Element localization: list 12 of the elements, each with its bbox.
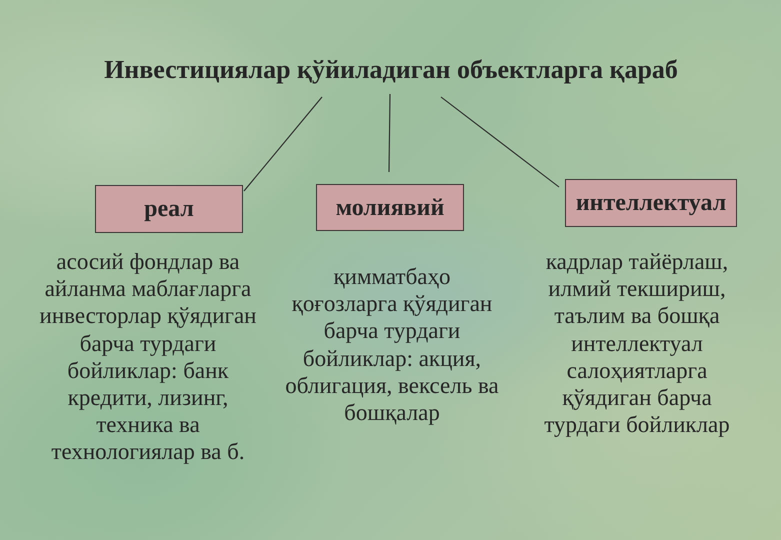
connector-line (244, 96, 322, 192)
description-text: асосий фондлар ва айланма маблағларга инвесторлар қўядиган барча турдаги бойликлар: банк кредити, лизинг, техника ва технологиялар ва б. (38, 248, 258, 466)
category-box (316, 184, 464, 231)
category-box (95, 185, 243, 233)
heading-text: Инвестициялар қўйиладиган объектларга қараб (92, 55, 690, 85)
category-box (565, 179, 737, 227)
category-label: молиявий (336, 194, 444, 222)
connector-line (440, 96, 560, 188)
category-label: интеллектуал (576, 189, 726, 217)
description-text: қимматбаҳо қоғозларга қўядиган барча турдаги бойликлар: акция, облигация, вексель ва бошқалар (284, 263, 500, 426)
description-text: кадрлар тайёрлаш, илмий текшириш, таълим ва бошқа интеллектуал салоҳиятларга қўядиган барча турдаги бойликлар (543, 248, 731, 438)
category-label: реал (144, 195, 194, 223)
